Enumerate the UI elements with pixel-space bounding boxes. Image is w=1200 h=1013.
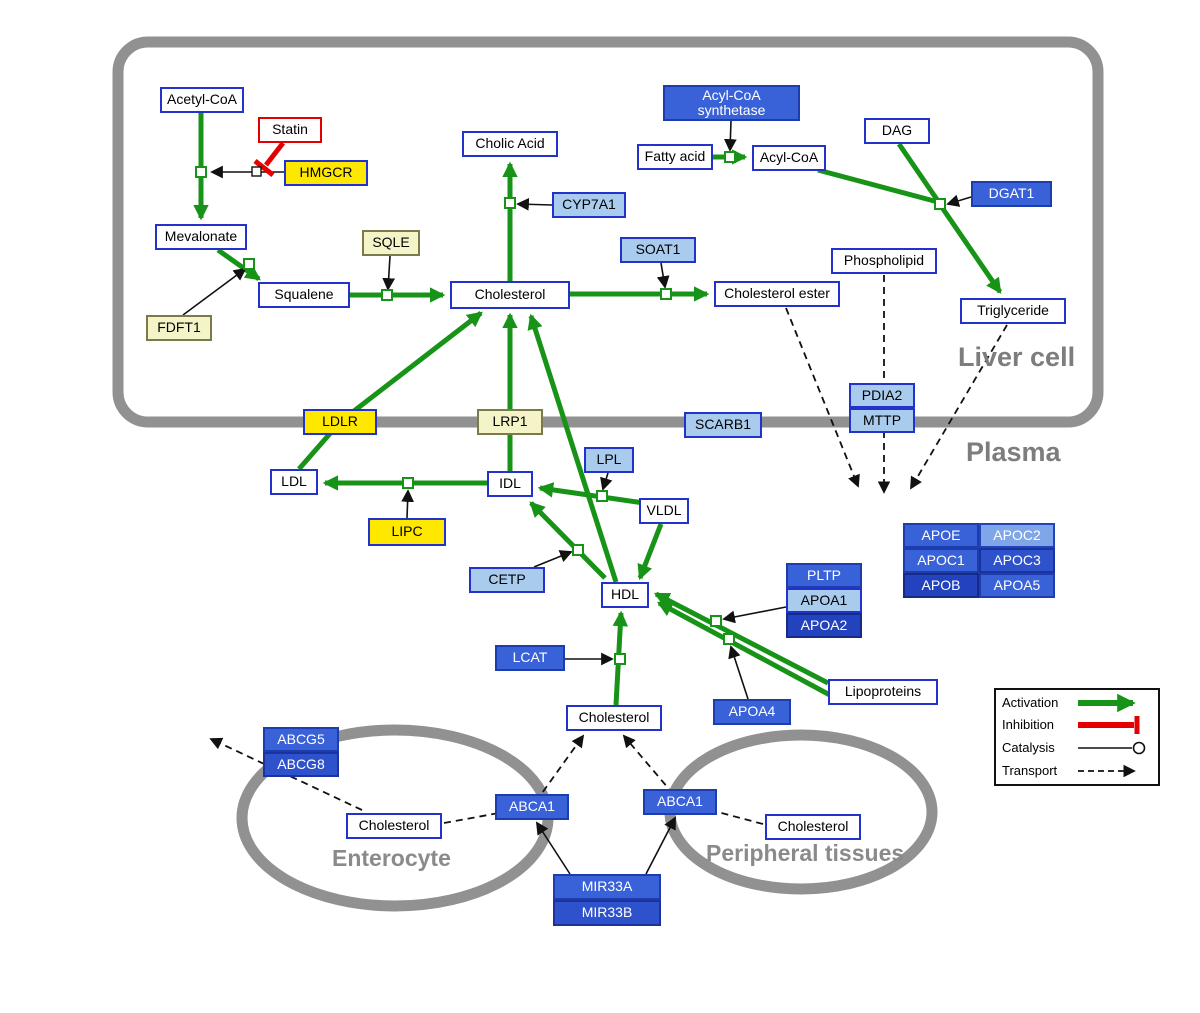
node-cholesterol-ester[interactable]: Cholesterol ester xyxy=(714,281,840,307)
node-cetp[interactable]: CETP xyxy=(469,567,545,593)
node-apoe[interactable]: APOE xyxy=(903,523,979,548)
node-apoc3[interactable]: APOC3 xyxy=(979,548,1055,573)
catalysis-cyp7a1 xyxy=(516,197,553,211)
node-sqle[interactable]: SQLE xyxy=(362,230,420,256)
node-lipoproteins[interactable]: Lipoproteins xyxy=(828,679,938,705)
node-lipc[interactable]: LIPC xyxy=(368,518,446,546)
node-cholesterol-enterocyte[interactable]: Cholesterol xyxy=(346,813,442,839)
catalysis-edges xyxy=(182,120,972,875)
reaction-junction-nodes xyxy=(195,151,946,665)
node-cholesterol-plasma[interactable]: Cholesterol xyxy=(566,705,662,731)
node-ldlr[interactable]: LDLR xyxy=(303,409,377,435)
edge-vldl-idl xyxy=(537,482,645,506)
node-lcat[interactable]: LCAT xyxy=(495,645,565,671)
node-lpl[interactable]: LPL xyxy=(584,447,634,473)
node-apob[interactable]: APOB xyxy=(903,573,979,598)
node-hdl[interactable]: HDL xyxy=(601,582,649,608)
node-apoa5[interactable]: APOA5 xyxy=(979,573,1055,598)
node-cholic-acid[interactable]: Cholic Acid xyxy=(462,131,558,157)
edge-dgat1junction-triglyceride xyxy=(938,204,1003,294)
statin-target-junction xyxy=(251,166,262,177)
regulation-mir33-abca1-right xyxy=(645,816,676,875)
legend-box xyxy=(994,688,1160,786)
transport-triglyceride-to-plasma xyxy=(910,324,1008,490)
node-vldl[interactable]: VLDL xyxy=(639,498,689,524)
legend-catalysis-label: Catalysis xyxy=(1002,740,1055,755)
node-pdia2[interactable]: PDIA2 xyxy=(849,383,915,408)
node-phospholipid[interactable]: Phospholipid xyxy=(831,248,937,274)
node-hmgcr[interactable]: HMGCR xyxy=(284,160,368,186)
transport-cholesterol-ester-to-plasma xyxy=(785,307,860,488)
edge-acylcoa-dgat1junction xyxy=(817,167,939,205)
node-acyl-coa[interactable]: Acyl-CoA xyxy=(752,145,826,171)
node-acetyl-coa[interactable]: Acetyl-CoA xyxy=(160,87,244,113)
transport-cholesterol-via-abcg5-8 xyxy=(209,737,363,811)
catalysis-sqle xyxy=(382,255,396,291)
catalysis-apoa4 xyxy=(728,645,749,700)
node-ldl[interactable]: LDL xyxy=(270,469,318,495)
catalysis-acylcoa-synthetase xyxy=(723,120,737,152)
node-fdft1[interactable]: FDFT1 xyxy=(146,315,212,341)
node-apoc2[interactable]: APOC2 xyxy=(979,523,1055,548)
catalysis-dgat1 xyxy=(946,194,972,207)
node-abca1-enterocyte[interactable]: ABCA1 xyxy=(495,794,569,820)
node-acyl-coa-synthetase[interactable]: Acyl-CoA synthetase xyxy=(663,85,800,121)
legend-transport-label: Transport xyxy=(1002,763,1058,778)
catalysis-lipc xyxy=(401,489,414,519)
node-fatty-acid[interactable]: Fatty acid xyxy=(637,144,713,170)
node-idl[interactable]: IDL xyxy=(487,471,533,497)
node-apoc1[interactable]: APOC1 xyxy=(903,548,979,573)
edge-ldl-cholesterol-uptake xyxy=(297,311,483,471)
node-dag[interactable]: DAG xyxy=(864,118,930,144)
region-label-enterocyte: Enterocyte xyxy=(332,845,451,871)
node-mir33b[interactable]: MIR33B xyxy=(553,900,661,926)
catalysis-soat1 xyxy=(656,262,670,289)
legend-shapes xyxy=(1078,693,1146,778)
node-lrp1[interactable]: LRP1 xyxy=(477,409,543,435)
node-triglyceride[interactable]: Triglyceride xyxy=(960,298,1066,324)
region-label-peripheral-tissues: Peripheral tissues xyxy=(706,840,905,866)
node-abca1-peripheral[interactable]: ABCA1 xyxy=(643,789,717,815)
node-mir33a[interactable]: MIR33A xyxy=(553,874,661,900)
legend-catalysis-circle xyxy=(1132,741,1146,755)
node-mttp[interactable]: MTTP xyxy=(849,408,915,433)
edge-dag-dgat1junction xyxy=(896,142,941,203)
edge-vldl-hdl xyxy=(637,523,664,581)
node-statin[interactable]: Statin xyxy=(258,117,322,143)
edge-hdl-cholesterol-uptake xyxy=(527,313,619,583)
node-apoa1[interactable]: APOA1 xyxy=(786,588,862,613)
edge-lipoproteins-hdl-1 xyxy=(653,591,830,686)
catalysis-cetp xyxy=(533,550,573,568)
node-cyp7a1[interactable]: CYP7A1 xyxy=(552,192,626,218)
node-mevalonate[interactable]: Mevalonate xyxy=(155,224,247,250)
catalysis-fdft1 xyxy=(182,267,247,316)
liver-cell-membrane xyxy=(112,36,1104,428)
region-label-plasma: Plasma xyxy=(966,437,1061,467)
node-apoa4[interactable]: APOA4 xyxy=(713,699,791,725)
legend-activation-label: Activation xyxy=(1002,695,1059,710)
node-cholesterol-liver[interactable]: Cholesterol xyxy=(450,281,570,309)
node-cholesterol-peripheral[interactable]: Cholesterol xyxy=(765,814,861,840)
catalysis-lpl xyxy=(600,472,613,491)
edge-mevalonate-squalene xyxy=(216,247,261,282)
node-abcg5[interactable]: ABCG5 xyxy=(263,727,339,752)
edge-hdl-idl-cetp xyxy=(529,501,607,580)
node-abcg8[interactable]: ABCG8 xyxy=(263,752,339,777)
catalysis-apoa-stack xyxy=(722,606,787,624)
node-apoa2[interactable]: APOA2 xyxy=(786,613,862,638)
region-label-liver-cell: Liver cell xyxy=(958,342,1076,372)
node-scarb1[interactable]: SCARB1 xyxy=(684,412,762,438)
node-pltp[interactable]: PLTP xyxy=(786,563,862,588)
legend-inhibition-label: Inhibition xyxy=(1002,717,1055,732)
inhibition-edge-statin xyxy=(253,141,285,177)
node-dgat1[interactable]: DGAT1 xyxy=(971,181,1052,207)
edge-lipoproteins-hdl-2 xyxy=(656,600,843,704)
regulation-mir33-abca1-left xyxy=(535,821,571,875)
node-squalene[interactable]: Squalene xyxy=(258,282,350,308)
node-soat1[interactable]: SOAT1 xyxy=(620,237,696,263)
